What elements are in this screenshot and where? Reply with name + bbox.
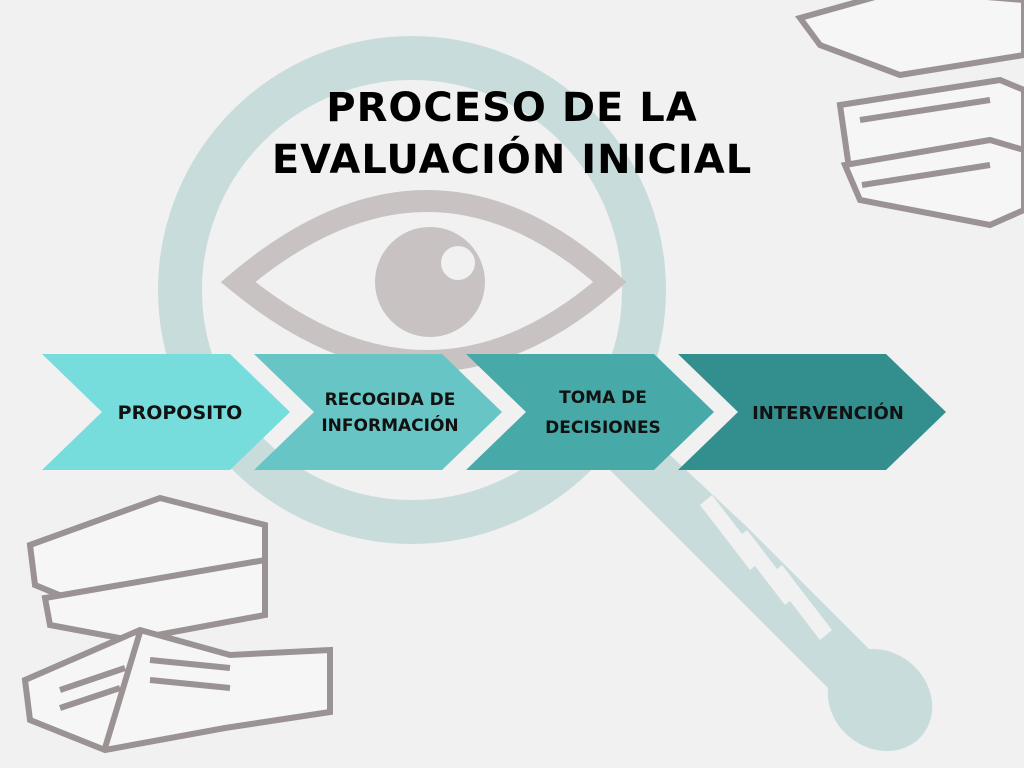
step-2-line-1: RECOGIDA DE [324, 390, 456, 410]
step-label-toma: TOMA DE DECISIONES [518, 384, 688, 442]
magnifier-icon [158, 36, 933, 752]
step-4-line-1: INTERVENCIÓN [752, 402, 904, 424]
chevron-step-3 [466, 354, 714, 470]
title-line-2: EVALUACIÓN INICIAL [271, 137, 753, 183]
chevron-step-1 [42, 354, 290, 470]
books-stack-icon [794, 0, 1024, 229]
step-label-intervencion: INTERVENCIÓN [730, 384, 926, 442]
chevron-step-4 [678, 354, 946, 470]
step-label-recogida: RECOGIDA DE INFORMACIÓN [300, 384, 480, 442]
page-title: PROCESO DE LA EVALUACIÓN INICIAL [0, 82, 1024, 186]
chevron-step-2 [254, 354, 502, 470]
title-line-1: PROCESO DE LA [326, 85, 698, 131]
eye-icon [220, 190, 627, 372]
open-book-stack-icon [21, 494, 333, 754]
step-label-proposito: PROPOSITO [95, 384, 265, 442]
step-2-line-2: INFORMACIÓN [321, 416, 459, 436]
step-3-line-2: DECISIONES [545, 418, 661, 438]
step-3-line-1: TOMA DE [559, 388, 647, 408]
step-1-line-1: PROPOSITO [117, 402, 243, 424]
